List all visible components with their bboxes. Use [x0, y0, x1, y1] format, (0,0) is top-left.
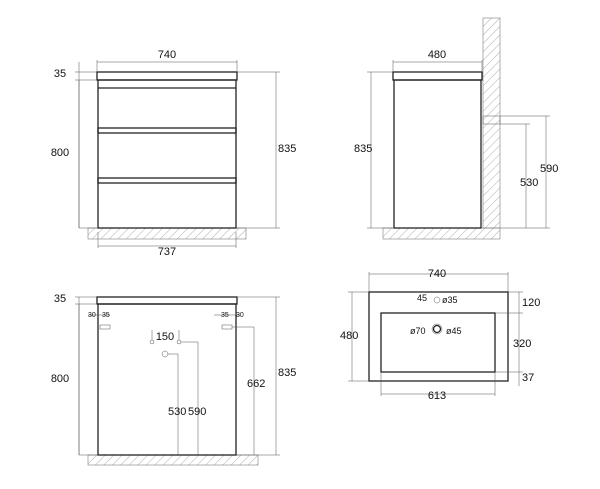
countertop — [392, 71, 483, 81]
dim-tap-offset: 45 — [417, 293, 427, 303]
dim-body-height: 800 — [51, 147, 69, 159]
countertop — [96, 296, 238, 305]
floor-hatch — [382, 227, 501, 240]
rail-left — [99, 324, 111, 330]
dim-width: 740 — [428, 268, 446, 280]
tap-hole — [433, 296, 441, 304]
top-view: 740 480 613 120 320 37 45 ø35 ø70 ø45 — [340, 268, 540, 402]
wall-hatch — [482, 17, 501, 229]
drawer-gap — [97, 177, 237, 184]
dim-width-top: 740 — [158, 49, 176, 61]
dim-depth: 480 — [340, 330, 358, 342]
dim-back-margin: 120 — [522, 297, 540, 309]
floor-hatch — [87, 454, 259, 466]
dim-width-bottom: 737 — [158, 246, 176, 258]
dim-rail-height: 662 — [247, 378, 265, 390]
front-view: 740 35 800 835 737 — [51, 49, 297, 258]
dim-drain-outer: ø70 — [410, 326, 426, 336]
rail-right — [221, 324, 233, 330]
water-hole-right — [176, 339, 182, 345]
floor-hatch — [87, 227, 247, 240]
dim-outlet-590: 590 — [188, 406, 206, 418]
dim-drain-inner: ø45 — [446, 326, 462, 336]
drawer-gap — [97, 127, 237, 134]
drain-inner — [432, 324, 442, 334]
dim-top-thickness: 35 — [54, 68, 66, 80]
dim-pipe-590: 590 — [540, 163, 558, 175]
dim-pipe-530: 530 — [520, 177, 538, 189]
dim-total-height: 835 — [278, 367, 296, 379]
dim-basin-depth: 320 — [513, 338, 531, 350]
drain-outer — [431, 323, 443, 335]
dim-body-height: 800 — [51, 373, 69, 385]
basin-outline — [380, 312, 496, 373]
dim-right-35: 35 — [221, 312, 229, 319]
dim-right-30: 30 — [236, 312, 244, 319]
back-view: 30 35 35 30 150 35 800 835 662 530 590 — [51, 293, 296, 466]
dim-total-height: 835 — [278, 143, 296, 155]
dim-depth: 480 — [428, 49, 446, 61]
cabinet-body — [393, 79, 482, 229]
dim-outlet-530: 530 — [168, 406, 186, 418]
countertop — [96, 71, 238, 81]
cabinet-body — [97, 303, 237, 456]
cabinet-body — [97, 79, 237, 229]
dim-left-30: 30 — [88, 312, 96, 319]
side-view: 480 835 590 530 — [354, 17, 558, 240]
dim-tap-hole: ø35 — [442, 295, 458, 305]
drain-hole — [161, 350, 169, 358]
dim-left-35: 35 — [102, 312, 110, 319]
dim-hole-spacing: 150 — [156, 331, 174, 343]
countertop-outline — [368, 291, 509, 382]
dim-top-thickness: 35 — [54, 293, 66, 305]
dim-front-margin: 37 — [522, 372, 534, 384]
dim-total-height: 835 — [354, 143, 372, 155]
pipe-outlet — [482, 115, 501, 125]
water-hole-left — [149, 339, 155, 345]
dim-basin-width: 613 — [428, 390, 446, 402]
